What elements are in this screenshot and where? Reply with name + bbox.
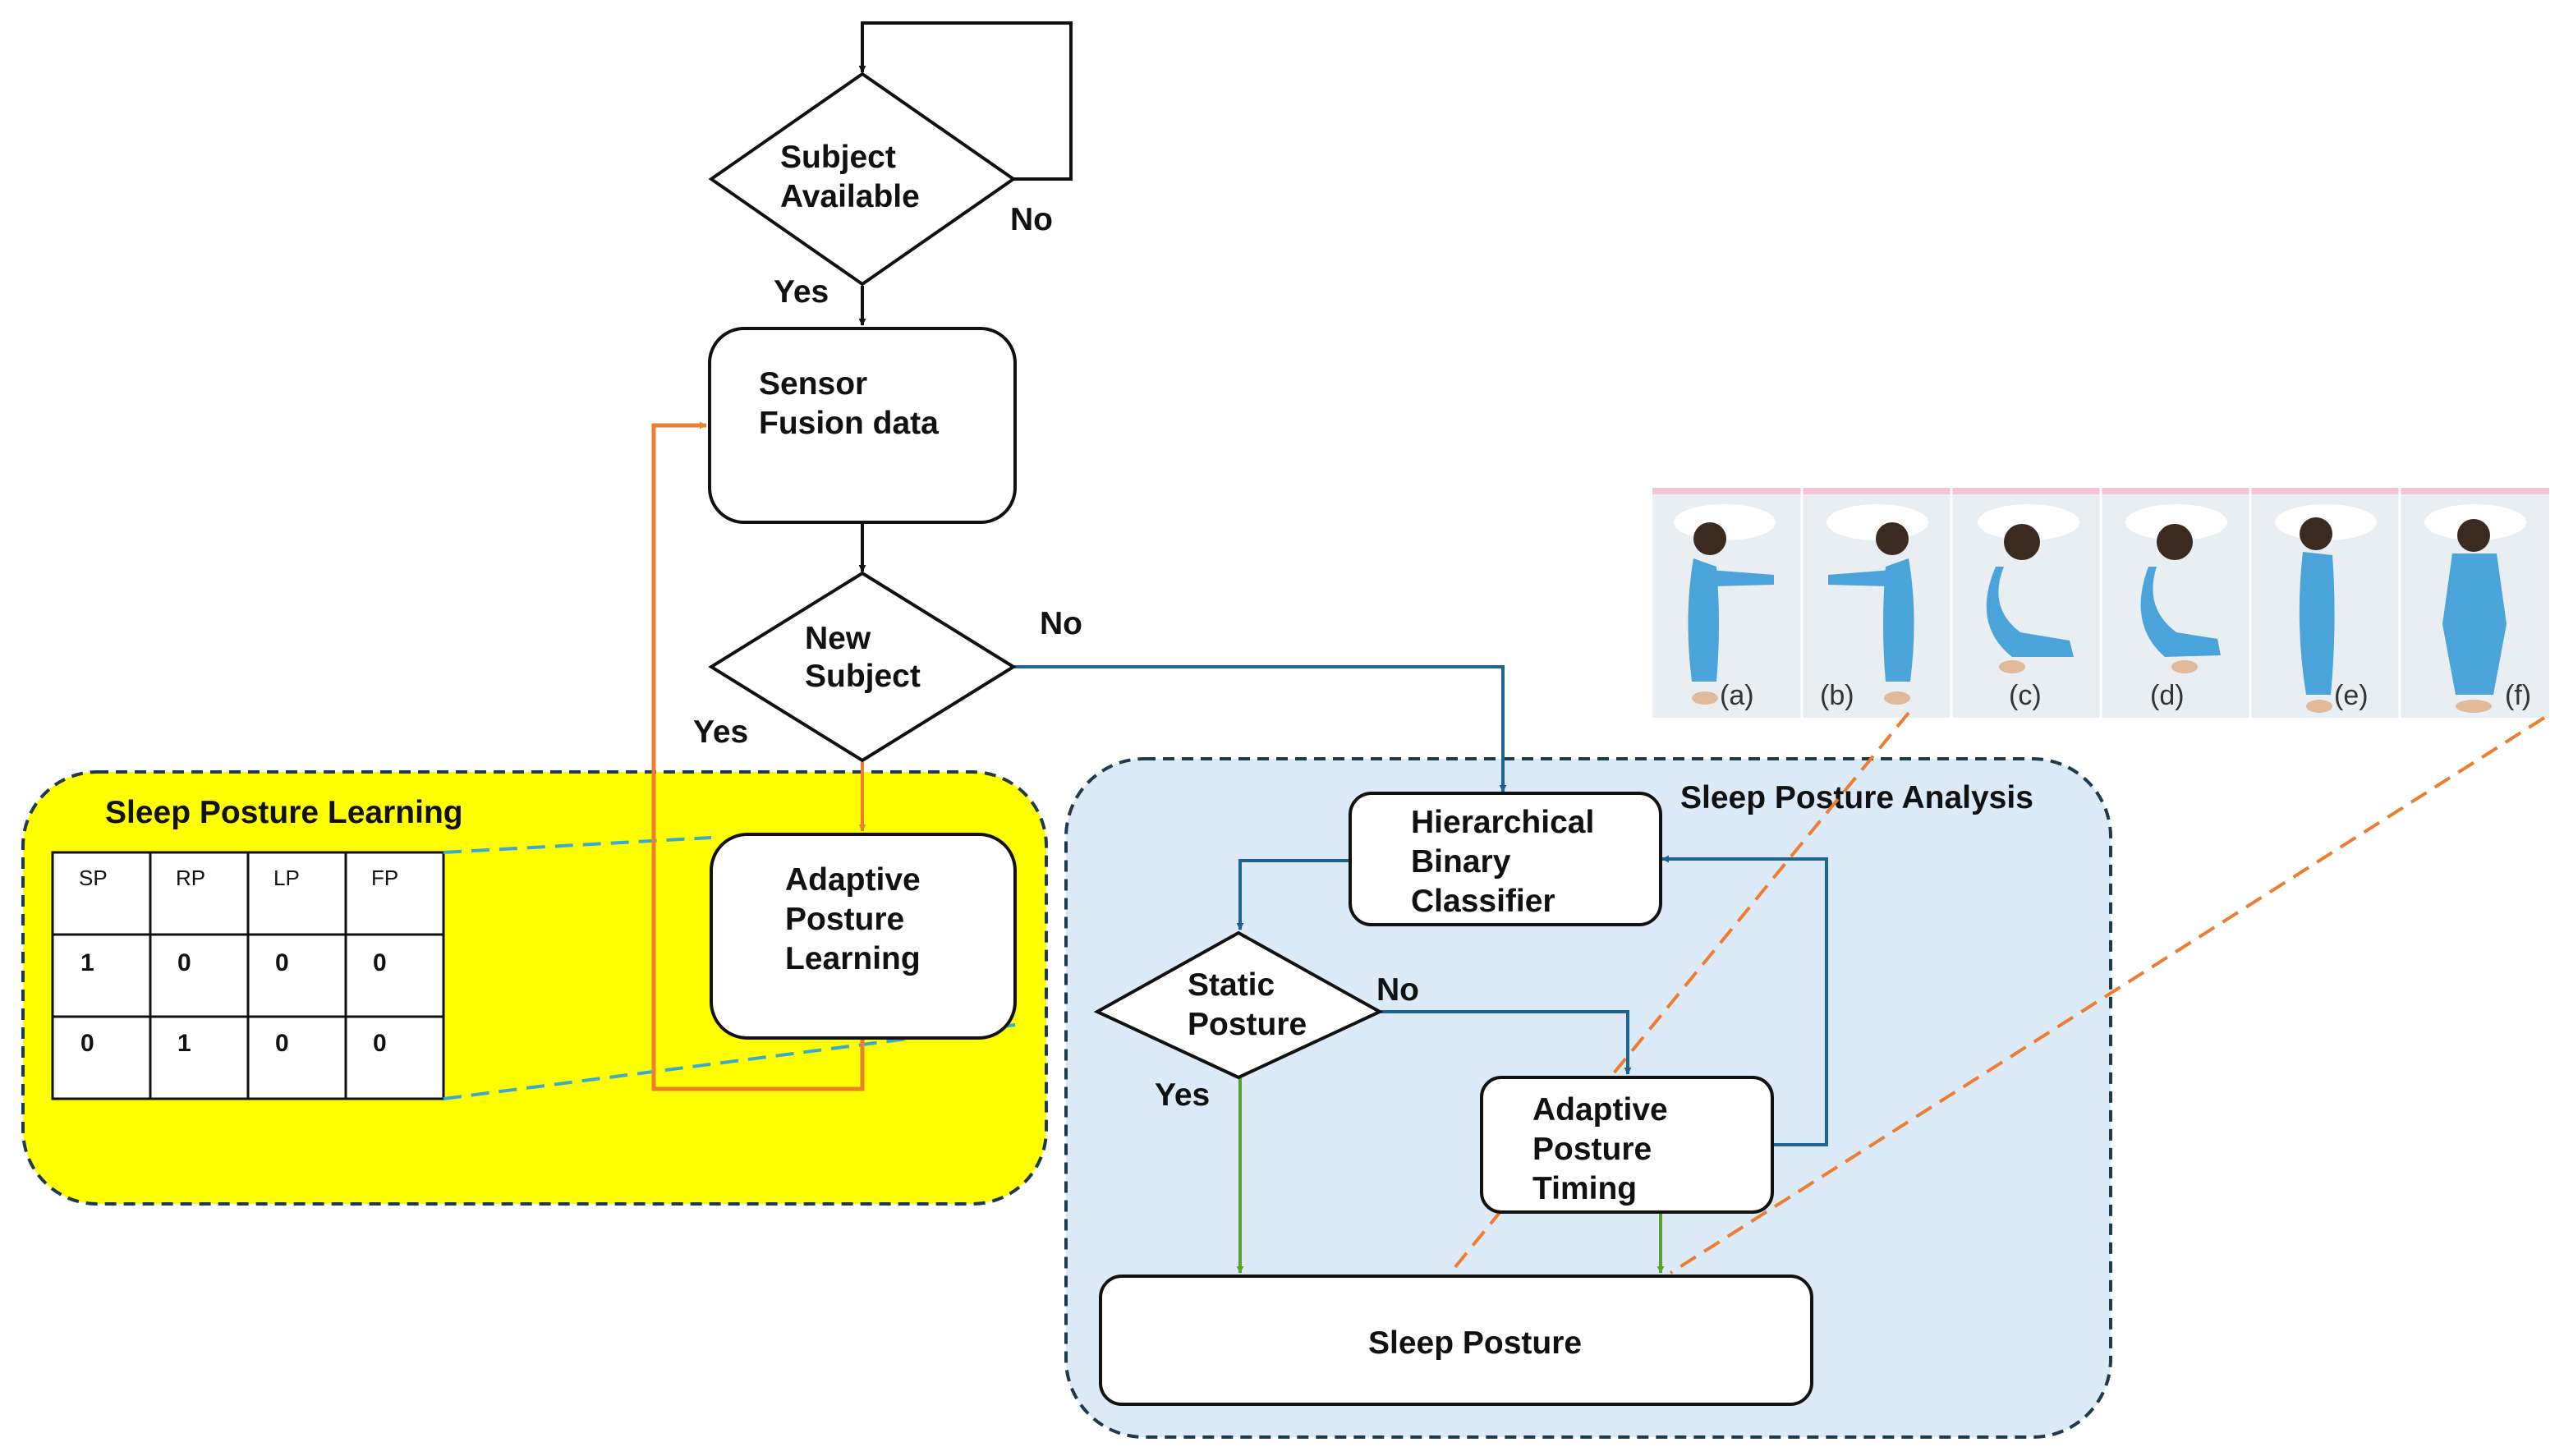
table-cell: 0	[373, 1030, 387, 1057]
edge-new-to-hierarchical	[1013, 665, 1507, 792]
table-cell: 0	[177, 949, 191, 976]
posture-figure-icon	[2275, 504, 2377, 713]
edge-label: No	[1040, 606, 1082, 641]
posture-label: (d)	[2150, 680, 2185, 711]
table-connector-top	[443, 836, 712, 854]
node-label: Adaptive	[1532, 1092, 1668, 1128]
posture-label: (f)	[2505, 680, 2531, 711]
node-label: Static	[1188, 967, 1275, 1003]
node-label: Subject	[805, 659, 921, 694]
sleep-posture-analysis-title: Sleep Posture Analysis	[1680, 780, 2033, 815]
posture-connector-right	[1669, 716, 2546, 1275]
node-label: Learning	[785, 941, 921, 976]
posture-figure-icon	[1674, 504, 1776, 705]
posture-label-table: SP RP LP FP 1 0 0 0 0 1 0 0	[51, 851, 445, 1100]
sensor-fusion-box	[708, 327, 1017, 524]
posture-figure-icon	[1827, 504, 1928, 705]
node-label: Timing	[1532, 1171, 1637, 1206]
table-cell: 0	[80, 1030, 94, 1057]
node-label: Adaptive	[785, 862, 921, 898]
edge-label: No	[1010, 202, 1053, 237]
posture-label: (a)	[1720, 680, 1754, 711]
node-label: Available	[780, 179, 920, 214]
table-header: RP	[176, 866, 205, 890]
edge-learning-feedback	[651, 421, 865, 1091]
table-cell: 0	[275, 949, 289, 976]
table-cell: 1	[177, 1030, 191, 1057]
new-subject-decision	[708, 571, 1017, 763]
subject-available-decision	[708, 71, 1017, 287]
posture-image-strip: (a) (b) (c) (d) (e) (f)	[1652, 488, 2549, 718]
adaptive-learning-box	[710, 833, 1017, 1040]
node-label: Subject	[780, 140, 896, 175]
node-label: Posture	[1188, 1007, 1307, 1042]
posture-figure-icon	[2125, 504, 2227, 673]
table-cell: 0	[373, 949, 387, 976]
node-label: Binary	[1411, 844, 1511, 880]
static-posture-decision	[1093, 930, 1384, 1080]
posture-label: (c)	[2009, 680, 2042, 711]
edge-label: Yes	[693, 714, 748, 750]
node-label: Posture	[1532, 1132, 1652, 1167]
node-label: Classifier	[1411, 884, 1555, 919]
table-cell: 0	[275, 1030, 289, 1057]
node-label: Sensor	[759, 366, 867, 402]
posture-label: (e)	[2334, 680, 2369, 711]
edge-label: Yes	[774, 274, 829, 310]
edge-timing-to-hierarchical	[1661, 855, 1828, 1146]
edge-label: No	[1376, 972, 1419, 1008]
table-header: SP	[79, 866, 108, 890]
table-header: FP	[371, 866, 398, 890]
node-label: Sleep Posture	[1368, 1325, 1582, 1361]
posture-figure-icon	[2424, 504, 2526, 713]
table-cell: 1	[80, 949, 94, 976]
edge-static-to-timing	[1380, 1010, 1632, 1075]
adaptive-timing-box	[1480, 1076, 1774, 1214]
node-label: Hierarchical	[1411, 805, 1594, 840]
node-label: New	[805, 621, 871, 656]
sleep-posture-learning-title: Sleep Posture Learning	[105, 795, 463, 830]
sleep-posture-box	[1099, 1275, 1813, 1406]
posture-label: (b)	[1820, 680, 1854, 711]
posture-figure-icon	[1978, 504, 2079, 673]
edge-hierarchical-to-static	[1236, 859, 1350, 930]
available-no-loop	[858, 21, 1073, 181]
table-header: LP	[273, 866, 300, 890]
node-label: Fusion data	[759, 406, 939, 441]
edge-label: Yes	[1155, 1077, 1210, 1113]
hierarchical-classifier-box	[1349, 792, 1662, 926]
node-label: Posture	[785, 902, 904, 937]
